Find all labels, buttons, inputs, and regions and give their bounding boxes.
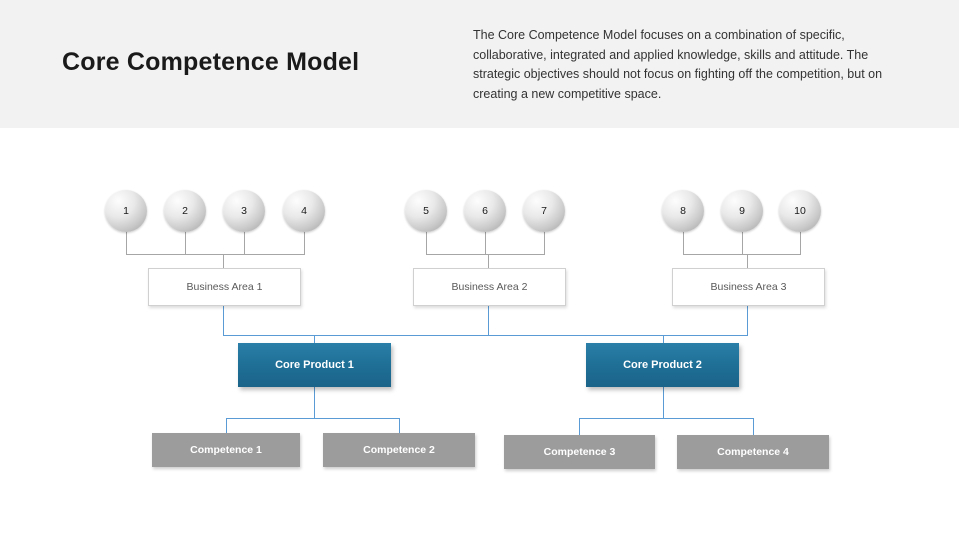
connector-group3-to-area3: [747, 254, 748, 268]
connector-node7-down: [544, 232, 545, 254]
connector-group2-bus: [426, 254, 545, 255]
connector-area3-down: [747, 304, 748, 335]
node-circle-label: 6: [482, 205, 488, 217]
node-circle-9[interactable]: 9: [721, 190, 763, 232]
node-circle-1[interactable]: 1: [105, 190, 147, 232]
business-area-box-3[interactable]: Business Area 3: [672, 268, 825, 306]
core-product-label: Core Product 1: [275, 359, 354, 371]
connector-group2-to-area2: [488, 254, 489, 268]
competence-box-4[interactable]: Competence 4: [677, 435, 829, 469]
node-circle-3[interactable]: 3: [223, 190, 265, 232]
connector-bus-to-product1: [314, 335, 315, 343]
connector-product2-down: [663, 387, 664, 418]
connector-product1-bus: [226, 418, 400, 419]
node-circle-7[interactable]: 7: [523, 190, 565, 232]
node-circle-label: 8: [680, 205, 686, 217]
connector-node8-down: [683, 232, 684, 254]
core-product-label: Core Product 2: [623, 359, 702, 371]
node-circle-4[interactable]: 4: [283, 190, 325, 232]
connector-node9-down: [742, 232, 743, 254]
header-band: Core Competence Model The Core Competenc…: [0, 0, 959, 128]
node-circle-label: 2: [182, 205, 188, 217]
connector-areas-bus: [223, 335, 748, 336]
competence-box-3[interactable]: Competence 3: [504, 435, 655, 469]
connector-node6-down: [485, 232, 486, 254]
core-product-box-1[interactable]: Core Product 1: [238, 343, 391, 387]
business-area-box-2[interactable]: Business Area 2: [413, 268, 566, 306]
connector-group1-bus: [126, 254, 305, 255]
node-circle-8[interactable]: 8: [662, 190, 704, 232]
business-area-label: Business Area 2: [451, 281, 528, 293]
connector-to-competence3: [579, 418, 580, 435]
competence-label: Competence 2: [363, 444, 435, 456]
node-circle-10[interactable]: 10: [779, 190, 821, 232]
node-circle-5[interactable]: 5: [405, 190, 447, 232]
connector-product2-bus: [579, 418, 753, 419]
node-circle-label: 4: [301, 205, 307, 217]
connector-product1-down: [314, 387, 315, 418]
node-circle-label: 10: [794, 205, 806, 217]
node-circle-label: 5: [423, 205, 429, 217]
node-circle-label: 3: [241, 205, 247, 217]
connector-node3-down: [244, 232, 245, 254]
page-title: Core Competence Model: [62, 48, 360, 76]
competence-label: Competence 3: [543, 446, 616, 458]
connector-group3-bus: [683, 254, 801, 255]
connector-node5-down: [426, 232, 427, 254]
business-area-label: Business Area 3: [710, 281, 787, 293]
competence-label: Competence 4: [717, 446, 789, 458]
header-description: The Core Competence Model focuses on a c…: [473, 28, 883, 101]
node-circle-6[interactable]: 6: [464, 190, 506, 232]
node-circle-2[interactable]: 2: [164, 190, 206, 232]
connector-area2-down: [488, 304, 489, 335]
node-circle-label: 7: [541, 205, 547, 217]
connector-to-competence4: [753, 418, 754, 435]
diagram-canvas: 1 2 3 4 5 6 7 8 9 10 Business Area 1 Bus…: [0, 128, 959, 540]
node-circle-label: 9: [739, 205, 745, 217]
connector-area1-down: [223, 304, 224, 335]
connector-node2-down: [185, 232, 186, 254]
connector-node4-down: [304, 232, 305, 254]
competence-box-1[interactable]: Competence 1: [152, 433, 300, 467]
business-area-box-1[interactable]: Business Area 1: [148, 268, 301, 306]
connector-bus-to-product2: [663, 335, 664, 343]
connector-to-competence1: [226, 418, 227, 433]
competence-label: Competence 1: [190, 444, 262, 456]
core-product-box-2[interactable]: Core Product 2: [586, 343, 739, 387]
connector-node10-down: [800, 232, 801, 254]
business-area-label: Business Area 1: [186, 281, 263, 293]
node-circle-label: 1: [123, 205, 129, 217]
competence-box-2[interactable]: Competence 2: [323, 433, 475, 467]
connector-group1-to-area1: [223, 254, 224, 268]
connector-to-competence2: [399, 418, 400, 433]
connector-node1-down: [126, 232, 127, 254]
